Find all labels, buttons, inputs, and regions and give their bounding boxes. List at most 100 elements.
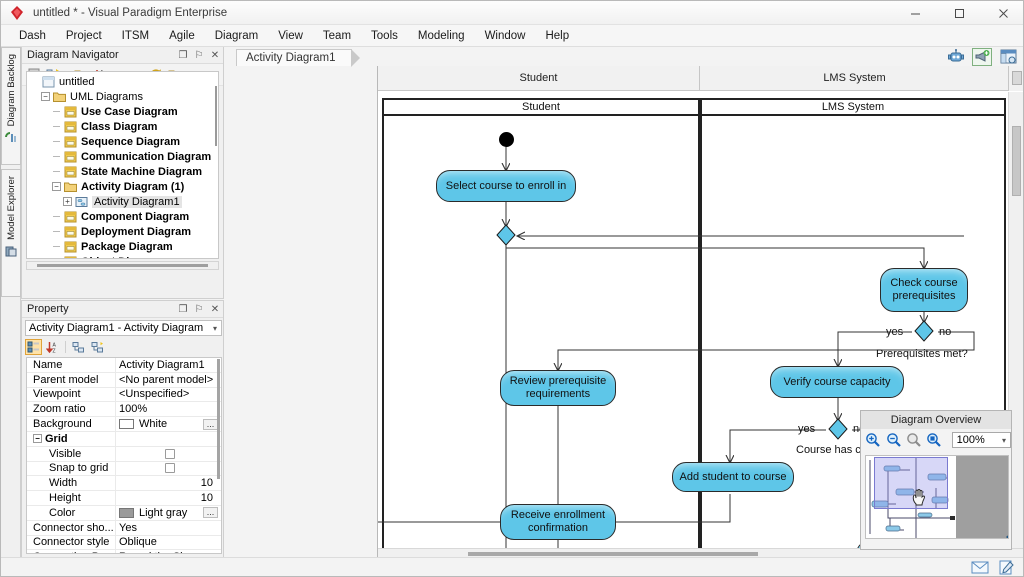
tree-item-state-machine-diagram[interactable]: State Machine Diagram [29,164,218,179]
property-value[interactable]: White... [115,417,221,431]
color-picker-button[interactable]: ... [203,507,218,519]
menu-itsm[interactable]: ITSM [121,29,150,42]
diagram-canvas[interactable]: Student LMS System [378,92,1009,548]
property-value[interactable]: <No parent model> [115,372,221,387]
group-collapse-icon[interactable]: − [33,434,42,444]
initial-node[interactable] [499,132,514,147]
menu-agile[interactable]: Agile [169,29,195,42]
property-value[interactable]: Oblique [115,535,221,550]
close-button[interactable] [981,1,1023,25]
collapse-toggle-icon[interactable]: − [51,181,62,192]
property-target-selector[interactable]: Activity Diagram1 - Activity Diagram ▾ [25,320,222,336]
note-pencil-icon[interactable] [995,559,1017,575]
tree-item-class-diagram[interactable]: Class Diagram [29,119,218,134]
tree-item-use-case-diagram[interactable]: Use Case Diagram [29,104,218,119]
properties-icon[interactable] [70,339,87,355]
tree-item-activity-diagram1[interactable]: +Activity Diagram1 [29,194,218,209]
property-value[interactable] [115,446,221,461]
property-value[interactable]: Round the Shape [115,550,221,553]
vertical-tab-diagram-backlog[interactable]: Diagram Backlog [1,47,21,165]
property-row-viewpoint[interactable]: Viewpoint<Unspecified> [27,387,221,403]
property-row-connector-sho[interactable]: Connector sho...Yes [27,520,221,536]
property-value[interactable]: Yes [115,520,221,535]
navigator-pin-button[interactable]: ⚐ [194,49,204,61]
property-value[interactable] [115,461,221,476]
overview-thumbnail[interactable] [865,455,1009,539]
tree-horizontal-scrollbar[interactable] [26,261,219,270]
zoom-fit-icon[interactable] [925,430,943,450]
column-header-lms-system[interactable]: LMS System [700,66,1009,90]
menu-tools[interactable]: Tools [371,29,398,42]
decision-node-prerequisites[interactable] [914,320,934,345]
menu-diagram[interactable]: Diagram [214,29,259,42]
menu-view[interactable]: View [278,29,303,42]
categorize-icon[interactable] [25,339,42,355]
property-row-snap-to-grid[interactable]: Snap to grid [27,461,221,477]
property-row-connection-po[interactable]: Connection Po...Round the Shape [27,550,221,553]
menu-dash[interactable]: Dash [19,29,46,42]
overview-zoom-combo[interactable]: 100% ▾ [951,432,1011,448]
property-row-parent-model[interactable]: Parent model<No parent model> [27,372,221,388]
navigator-restore-button[interactable]: ❐ [178,49,188,61]
activity-select-course[interactable]: Select course to enroll in [436,170,576,202]
zoom-out-icon[interactable] [884,430,902,450]
property-row-visible[interactable]: Visible [27,446,221,462]
column-header-student[interactable]: Student [378,66,700,90]
menu-project[interactable]: Project [65,29,102,42]
configure-icon[interactable] [89,339,106,355]
sort-az-icon[interactable]: A Z [44,339,61,355]
tree-item-uml-diagrams[interactable]: −UML Diagrams [29,89,218,104]
property-value[interactable]: Activity Diagram1 [115,358,221,372]
tree-item-untitled[interactable]: untitled [29,74,218,89]
tree-item-object-diagram[interactable]: Object Diagram [29,254,218,258]
color-picker-button[interactable]: ... [203,418,218,430]
property-close-button[interactable]: ✕ [210,303,220,315]
property-row-grid[interactable]: −Grid [27,431,221,447]
minimize-button[interactable] [893,1,937,25]
move-handle-icon[interactable] [1006,530,1008,538]
tree-item-sequence-diagram[interactable]: Sequence Diagram [29,134,218,149]
overview-viewport-rect[interactable] [874,457,948,509]
property-value[interactable]: <Unspecified> [115,387,221,402]
window-layout-icon[interactable] [998,48,1018,66]
activity-add-student[interactable]: Add student to course [672,462,794,492]
property-grid-scrollbar[interactable] [217,359,220,479]
tree-vertical-scrollbar[interactable] [215,86,217,146]
activity-check-prerequisites[interactable]: Check course prerequisites [880,268,968,312]
magnifier-icon[interactable] [905,430,923,450]
vertical-tab-model-explorer[interactable]: Model Explorer [1,169,21,297]
collapse-toggle-icon[interactable]: − [40,91,51,102]
property-value[interactable] [115,431,221,446]
merge-node[interactable] [496,224,516,249]
robot-icon[interactable] [946,48,966,66]
menu-modeling[interactable]: Modeling [417,29,465,42]
checkbox[interactable] [165,463,175,474]
envelope-icon[interactable] [969,559,991,575]
decision-node-capacity[interactable] [828,418,848,443]
menu-help[interactable]: Help [545,29,570,42]
property-value[interactable]: 10 [115,491,221,505]
activity-review-prerequisite[interactable]: Review prerequisite requirements [500,370,616,406]
activity-verify-capacity[interactable]: Verify course capacity [770,366,904,398]
tree-item-communication-diagram[interactable]: Communication Diagram [29,149,218,164]
property-restore-button[interactable]: ❐ [178,303,188,315]
tab-activity-diagram1[interactable]: Activity Diagram1 [236,49,361,67]
tree-item-package-diagram[interactable]: Package Diagram [29,239,218,254]
canvas-horizontal-scrollbar[interactable] [378,548,1023,559]
megaphone-plus-icon[interactable] [972,47,992,66]
menu-window[interactable]: Window [484,29,526,42]
tree-item-activity-diagram-1[interactable]: −Activity Diagram (1) [29,179,218,194]
navigator-close-button[interactable]: ✕ [210,49,220,61]
expand-toggle-icon[interactable]: + [62,196,73,207]
maximize-button[interactable] [937,1,981,25]
tree-item-component-diagram[interactable]: Component Diagram [29,209,218,224]
